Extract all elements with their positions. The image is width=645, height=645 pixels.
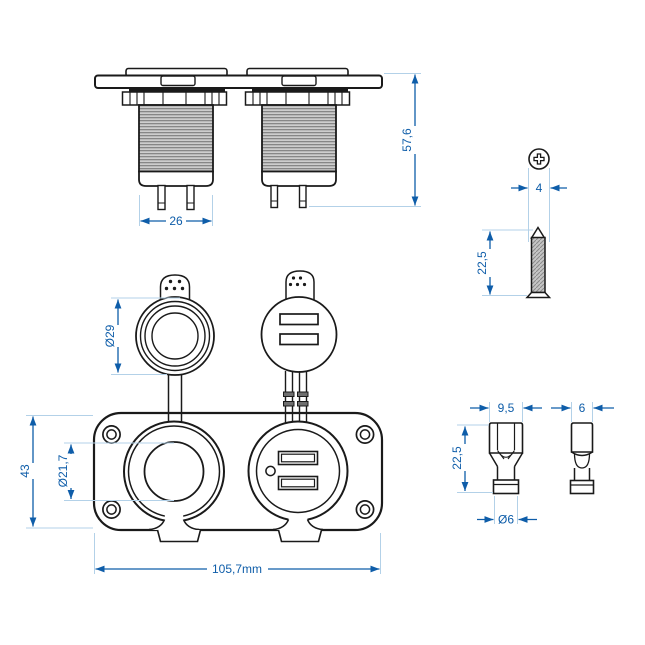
cigarette-socket <box>123 420 225 523</box>
left-anchor-tab <box>156 529 202 543</box>
screw-tip <box>530 226 546 239</box>
dimension-panel-height: 43 <box>18 415 93 529</box>
right-anchor-tab <box>277 529 323 543</box>
dim-label-o21-7: Ø21,7 <box>56 454 70 487</box>
right-body-base <box>261 170 337 187</box>
socket-cover-cap <box>135 274 215 376</box>
terminal-front-view <box>488 422 524 495</box>
dimension-terminal-barrel: Ø6 <box>477 496 537 527</box>
right-threaded-body <box>261 104 337 173</box>
dimension-panel-width: 105,7mm <box>94 533 381 576</box>
dimension-terminal-width: 9,5 <box>470 401 542 422</box>
dim-label-9-5: 9,5 <box>498 401 515 415</box>
terminal-views: 9,5 6 22,5 Ø6 <box>450 401 614 527</box>
dimension-socket-height: 57,6 <box>309 73 421 207</box>
socket-feet <box>148 514 324 531</box>
panel-front-view: Ø29 43 Ø21,7 105,7mm <box>18 270 384 576</box>
dim-label-22-5-terminal: 22,5 <box>450 446 464 470</box>
phillips-cross-icon <box>533 153 545 165</box>
right-socket-pins <box>270 184 307 209</box>
dimension-terminal-side-width: 6 <box>551 401 614 422</box>
dim-label-6: 6 <box>579 401 586 415</box>
dim-label-22-5-screw: 22,5 <box>475 251 489 275</box>
dim-label-26: 26 <box>169 214 183 228</box>
dimension-socket-width: 26 <box>139 195 213 228</box>
left-threaded-body <box>138 104 214 173</box>
dim-label-o6: Ø6 <box>498 513 514 527</box>
panel-screw-holes <box>102 425 375 519</box>
dimension-cap-diameter: Ø29 <box>103 297 180 375</box>
screw-views: 4 22,5 <box>475 148 567 299</box>
dim-label-57-6: 57,6 <box>400 128 414 152</box>
socket-side-view: 26 57,6 <box>94 67 421 228</box>
dim-label-4: 4 <box>536 181 543 195</box>
dim-label-43: 43 <box>18 464 32 478</box>
left-mounting-nut <box>121 88 228 106</box>
dimension-socket-diameter: Ø21,7 <box>56 442 174 501</box>
screw-side-view <box>525 226 552 299</box>
screw-shank <box>530 236 546 294</box>
mounting-plate <box>94 74 383 89</box>
screw-top-view <box>528 148 550 170</box>
terminal-side-view <box>569 422 595 495</box>
left-body-base <box>138 170 214 187</box>
usb-cover-cap <box>260 270 338 373</box>
dim-label-o29: Ø29 <box>103 324 117 347</box>
led-indicator <box>265 465 276 477</box>
usb-cap-slot-2 <box>279 333 319 346</box>
cap-grip-dots <box>164 279 185 291</box>
usb-socket <box>247 420 349 522</box>
right-mounting-nut <box>244 88 351 106</box>
usb-cap-straps <box>283 371 309 424</box>
right-cap-hinge <box>281 75 317 87</box>
screw-head <box>525 291 552 299</box>
usb-cap-slot-1 <box>279 313 319 326</box>
usb-cap-grip-dots <box>288 276 307 287</box>
socket-cap-strap <box>167 374 183 424</box>
dimension-terminal-length: 22,5 <box>450 424 493 493</box>
left-socket-pins <box>157 184 195 211</box>
dim-label-105-7: 105,7mm <box>212 562 262 576</box>
left-cap-hinge <box>160 75 196 87</box>
dimension-screw-length: 22,5 <box>475 229 533 296</box>
